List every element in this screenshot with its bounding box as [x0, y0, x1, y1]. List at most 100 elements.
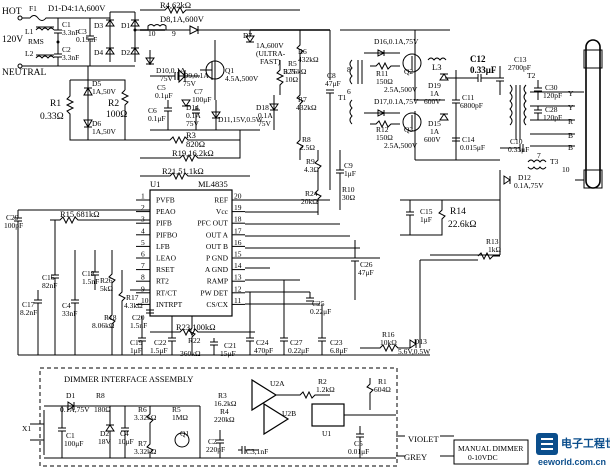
watermark-cn: 电子工程世界: [561, 436, 610, 450]
d16-label: D16,0.1A,75V: [374, 37, 419, 46]
ic-pin-18-name: PFC OUT: [197, 219, 228, 228]
r25-value: 10Ω: [285, 75, 299, 84]
lamp-cathode-top: [583, 49, 603, 69]
t3-pin-7: 7: [537, 151, 541, 160]
c7-label: C7: [194, 87, 203, 96]
out-b1: B: [568, 131, 573, 140]
ic-pin-9-name: RT/CT: [156, 288, 177, 297]
ic-part-number: ML4835: [198, 179, 228, 189]
c29-label: C29: [6, 213, 19, 222]
neutral-label: NEUTRAL: [2, 68, 47, 78]
dim-d1-value: 0.1A,75V: [60, 405, 90, 414]
ic-pin-14-number: 14: [234, 261, 242, 270]
r1-value: 0.33Ω: [40, 112, 64, 122]
r17-label: R17: [126, 293, 139, 302]
r10-value: 30Ω: [342, 193, 356, 202]
c22-value: 1.5μF: [150, 346, 168, 355]
d7-value: 1A,600V: [256, 41, 284, 50]
c30-value: 120pF: [543, 91, 562, 100]
r7-value: 432kΩ: [296, 103, 317, 112]
ic-pin-3-number: 3: [141, 215, 145, 224]
c19-value: 1μF: [130, 346, 142, 355]
r26-value: 5kΩ: [100, 284, 114, 293]
d18-label: D18: [256, 103, 269, 112]
c24-label: C24: [256, 338, 269, 347]
d10-label: D10,0.1A: [156, 66, 186, 75]
c25-value: 0.22μF: [310, 307, 331, 316]
c5-value: 0.1μF: [155, 91, 173, 100]
pin-10: 10: [148, 29, 156, 38]
ic-pin-8-number: 8: [141, 273, 145, 282]
c21-label: C21: [224, 341, 237, 350]
c15-label: C15: [420, 207, 433, 216]
r10-label: R10: [342, 185, 355, 194]
dim-c2-value: 220pF: [206, 445, 225, 454]
fuse-label: F1: [29, 4, 37, 13]
q3-mosfet: [402, 112, 422, 132]
r16-label: R16: [382, 330, 395, 339]
c10-label: C10: [510, 137, 523, 146]
d4-label: D4: [94, 48, 103, 57]
dim-r7-value: 3.32kΩ: [134, 447, 157, 456]
d15-value2: 600V: [424, 135, 441, 144]
r9-label: R9: [306, 157, 315, 166]
r18-label: R18: [104, 313, 117, 322]
c1-value: 3.3nF: [62, 28, 79, 37]
vin-sub: RMS: [28, 37, 44, 46]
c2-value: 3.3nF: [62, 53, 79, 62]
r5-label: R5: [288, 59, 297, 68]
c27-value: 0.22μF: [288, 346, 309, 355]
out-y2: Y: [568, 103, 574, 112]
ic-pin-4-name: PIFBO: [156, 230, 178, 239]
d17-label: D17,0.1A,75V: [374, 97, 419, 106]
ic-pin-9-number: 9: [141, 284, 145, 293]
ic-pin-7-number: 7: [141, 261, 145, 270]
d1-label: D1: [121, 21, 130, 30]
r18-value: 8.06kΩ: [92, 321, 115, 330]
ic-pin-8-name: RT2: [156, 277, 169, 286]
r9-value: 4.3Ω: [304, 165, 319, 174]
c14-label: C14: [462, 135, 475, 144]
ic-pin-17-number: 17: [234, 226, 242, 235]
fluorescent-lamp: [585, 39, 601, 189]
dim-u2a-opamp: [251, 378, 278, 412]
d5-value: 1A,50V: [92, 87, 117, 96]
ml4835-ic: [149, 189, 233, 317]
dim-d2-value: 18V: [98, 437, 112, 446]
violet-label: VIOLET: [408, 434, 439, 444]
ic-pin-1-name: PVFB: [156, 196, 175, 205]
r17-value: 4.3kΩ: [124, 301, 143, 310]
out-b2: B: [568, 143, 573, 152]
dim-r8-label: R8: [96, 391, 105, 400]
ic-pin-2-name: PEAO: [156, 207, 176, 216]
d14-value2: 75V: [186, 119, 200, 128]
ic-pin-12-name: PW DET: [200, 288, 228, 297]
dim-u2a-label: U2A: [270, 379, 285, 388]
c29-value: 100pF: [4, 221, 23, 230]
q2-value: 2.5A,500V: [384, 85, 418, 94]
r13-label: R13: [486, 237, 499, 246]
dim-r5-value: 1MΩ: [172, 413, 188, 422]
r22-value: 360kΩ: [180, 349, 201, 358]
c30-label: C30: [545, 83, 558, 92]
dim-c2-label: C2: [208, 437, 217, 446]
r8-label: R8: [302, 135, 311, 144]
r16-value: 10kΩ: [380, 338, 397, 347]
r12-value: 150Ω: [376, 133, 393, 142]
dim-c3-label: C3,1nF: [246, 447, 268, 456]
d14-label: D14: [186, 103, 199, 112]
c28-value: 120pF: [543, 113, 562, 122]
eeworld-watermark: 电子工程世界 eeworld.com.cn: [536, 433, 610, 467]
dim-c5-value: 0.01μF: [348, 447, 369, 456]
d7-label: D7: [243, 31, 252, 40]
manual-dimmer-range: 0-10VDC: [468, 453, 498, 462]
ic-pin-4-number: 4: [141, 226, 145, 235]
dim-d1-label: D1: [66, 391, 75, 400]
d15-value: 1A: [430, 127, 440, 136]
d6-label: D6: [92, 119, 101, 128]
c11-value: 6800pF: [460, 101, 483, 110]
dimmer-interface-box: [39, 367, 398, 467]
ic-pin-10-name: INTRPT: [156, 300, 183, 309]
ic-pin-16-name: OUT B: [206, 242, 228, 251]
